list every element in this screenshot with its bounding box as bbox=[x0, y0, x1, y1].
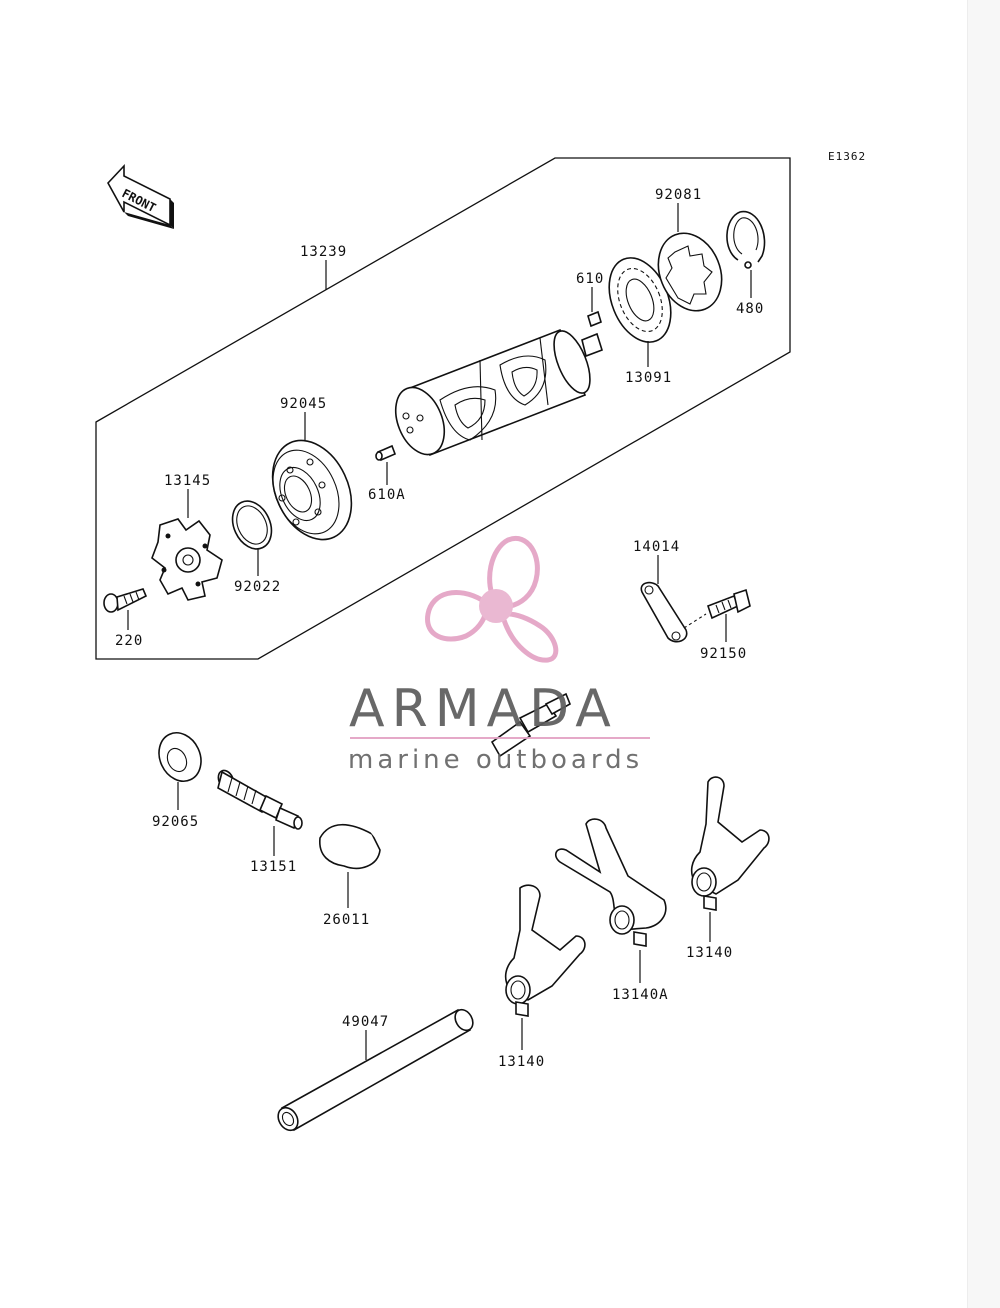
plate-92081 bbox=[657, 232, 723, 312]
part-number-92065: 92065 bbox=[152, 814, 199, 830]
part-number-14014: 14014 bbox=[633, 539, 680, 555]
pin-610A bbox=[375, 444, 397, 462]
part-number-220: 220 bbox=[115, 633, 143, 649]
part-number-610: 610 bbox=[576, 271, 604, 287]
brand-name: ARMADA bbox=[349, 679, 618, 739]
diagram-code: E1362 bbox=[828, 150, 866, 163]
bolt-220 bbox=[103, 588, 148, 613]
shift-fork-13140A bbox=[554, 818, 667, 947]
gear-plate-13091 bbox=[608, 257, 672, 343]
part-number-610A: 610A bbox=[368, 487, 406, 503]
part-number-26011: 26011 bbox=[323, 912, 370, 928]
part-number-13091: 13091 bbox=[625, 370, 672, 386]
part-number-92150: 92150 bbox=[700, 646, 747, 662]
propeller-icon bbox=[425, 535, 559, 663]
part-number-92022: 92022 bbox=[234, 579, 281, 595]
page-edge-strip bbox=[967, 0, 1000, 1308]
part-number-480: 480 bbox=[736, 301, 764, 317]
bearing-92045 bbox=[271, 439, 353, 541]
part-number-92045: 92045 bbox=[280, 396, 327, 412]
part-number-13239: 13239 bbox=[300, 244, 347, 260]
neutral-switch-13151 bbox=[217, 769, 303, 830]
shift-drum-13239 bbox=[394, 328, 603, 457]
link-plate-14014 bbox=[640, 581, 688, 643]
pin-610 bbox=[587, 310, 602, 328]
assembly-boundary bbox=[95, 157, 791, 660]
brand-watermark: ARMADA marine outboards bbox=[348, 535, 650, 775]
brand-tagline: marine outboards bbox=[348, 745, 643, 775]
shift-drum-cam-13145 bbox=[151, 518, 223, 601]
washer-92065 bbox=[158, 732, 202, 782]
part-number-13140A: 13140A bbox=[612, 987, 669, 1003]
o-ring-92022 bbox=[231, 500, 273, 550]
part-number-13140-lower: 13140 bbox=[498, 1054, 545, 1070]
part-number-13145: 13145 bbox=[164, 473, 211, 489]
front-arrow-icon: FRONT bbox=[107, 163, 174, 229]
part-number-13151: 13151 bbox=[250, 859, 297, 875]
shift-rod-49047 bbox=[277, 1008, 474, 1132]
part-number-92081: 92081 bbox=[655, 187, 702, 203]
shift-fork-13140-lower bbox=[504, 884, 586, 1017]
circlip-480 bbox=[726, 210, 766, 269]
part-number-13140-upper: 13140 bbox=[686, 945, 733, 961]
bolt-92150 bbox=[706, 588, 751, 620]
shift-fork-13140-upper bbox=[690, 776, 770, 911]
part-number-49047: 49047 bbox=[342, 1014, 389, 1030]
